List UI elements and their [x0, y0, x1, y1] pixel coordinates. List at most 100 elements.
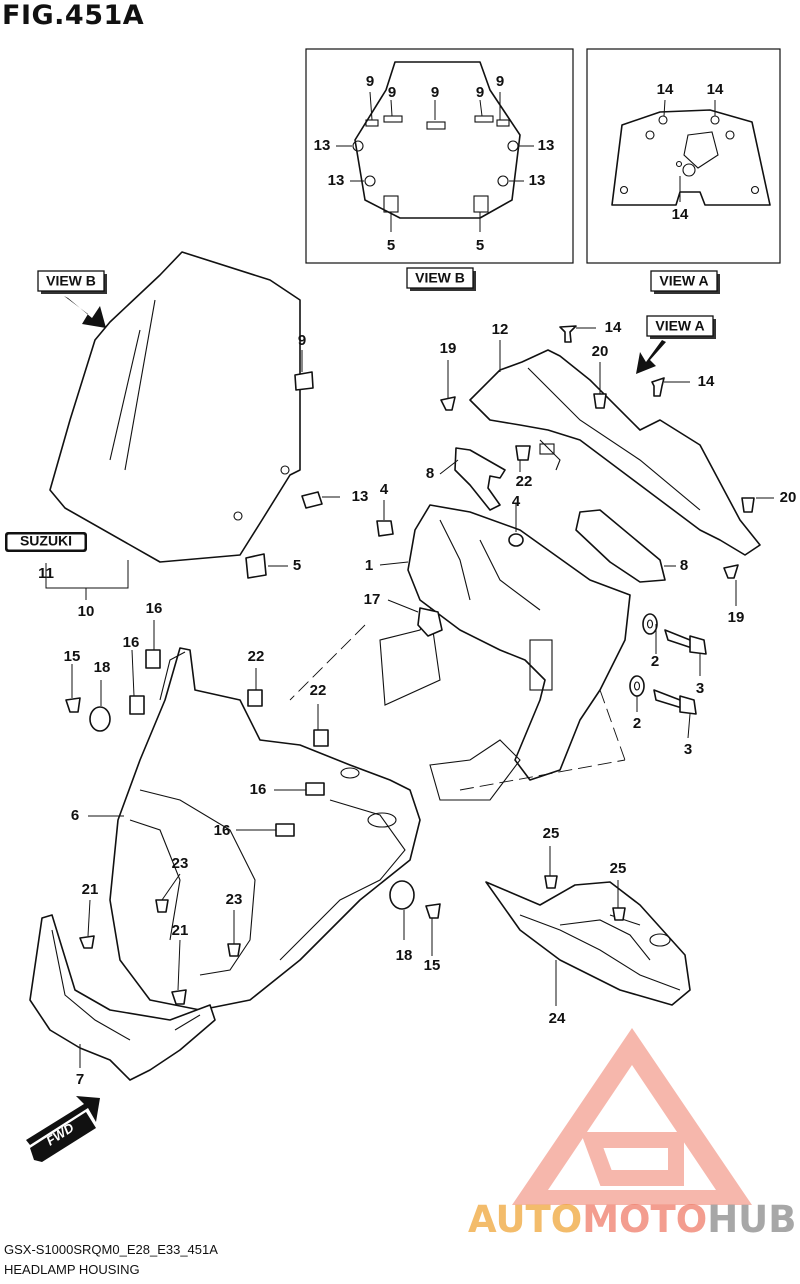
screw-23-b [227, 943, 241, 957]
view-a-tag-main: VIEW A [646, 315, 716, 339]
svg-text:VIEW B: VIEW B [46, 273, 96, 289]
screw-14-top [559, 325, 577, 343]
screw-25-a [544, 875, 558, 889]
watermark-part-moto: MOTO [582, 1198, 708, 1241]
callout: 21 [172, 922, 189, 939]
view-a-tag-inset: VIEW A [650, 270, 720, 294]
clip-16-a [145, 649, 161, 669]
clip-20-upper [593, 393, 607, 409]
callout: 22 [516, 473, 533, 490]
tray-8-right [575, 509, 666, 583]
callout: 5 [476, 237, 484, 254]
screw-21-b [171, 989, 187, 1005]
view-a-inset-box [586, 48, 781, 264]
svg-text:VIEW B: VIEW B [415, 270, 465, 286]
callout: 15 [64, 648, 81, 665]
nut-22-b [247, 689, 263, 707]
callout: 14 [698, 373, 715, 390]
callout: 6 [71, 807, 79, 824]
lower-cowl [29, 914, 216, 1081]
figure-title: FIG.451A [2, 0, 145, 31]
view-b-inset-box [305, 48, 574, 264]
callout: 16 [214, 822, 231, 839]
fwd-arrow: FWD [26, 1096, 100, 1162]
callout: 13 [529, 172, 546, 189]
callout: 9 [298, 332, 306, 349]
screw-25-b [612, 907, 626, 921]
callout: 20 [780, 489, 797, 506]
callout: 19 [728, 609, 745, 626]
callout: 22 [248, 648, 265, 665]
headlamp-housing [109, 647, 421, 1011]
watermark-part-auto: AUTO [468, 1198, 583, 1241]
callout: 23 [172, 855, 189, 872]
screw-21-a [79, 935, 95, 949]
windscreen [49, 251, 301, 563]
callout: 8 [680, 557, 688, 574]
diagram-name: HEADLAMP HOUSING [4, 1262, 140, 1277]
callout: 14 [672, 206, 689, 223]
footer: GSX-S1000SRQM0_E28_E33_451A HEADLAMP HOU… [4, 1240, 218, 1280]
grommet-18-b [389, 880, 415, 910]
svg-text:VIEW A: VIEW A [659, 273, 708, 289]
clip-16-d [275, 823, 295, 837]
callout: 19 [440, 340, 457, 357]
washer-2-upper [642, 613, 658, 635]
clip-15-a [65, 697, 81, 713]
callout: 13 [538, 137, 555, 154]
callout: 1 [365, 557, 373, 574]
bracket-assembly [289, 504, 631, 801]
nut-22-upper [515, 445, 531, 461]
bracket-view-a-outline [611, 109, 771, 206]
view-b-tag-main: VIEW B [37, 270, 107, 294]
diagram-code: GSX-S1000SRQM0_E28_E33_451A [4, 1242, 218, 1257]
callout: 24 [549, 1010, 566, 1027]
callout: 22 [310, 682, 327, 699]
callout: 20 [592, 343, 609, 360]
callout: 9 [431, 84, 439, 101]
washer-2-lower [629, 675, 645, 697]
pad-5 [245, 553, 267, 579]
callout: 10 [78, 603, 95, 620]
rubber-piece-9 [294, 371, 314, 391]
screw-19-lower [723, 564, 739, 579]
view-b-arrow [64, 296, 106, 328]
leader-lines [45, 91, 774, 1068]
callout: 5 [293, 557, 301, 574]
callout: 18 [94, 659, 111, 676]
callout: 17 [364, 591, 381, 608]
clip-16-b [129, 695, 145, 715]
callout: 3 [684, 741, 692, 758]
callout: 12 [492, 321, 509, 338]
callout: 8 [426, 465, 434, 482]
callout: 5 [387, 237, 395, 254]
callout: 13 [352, 488, 369, 505]
callout: 18 [396, 947, 413, 964]
clip-16-c [305, 782, 325, 796]
callout-labels: 9 9 9 9 9 13 13 13 13 5 5 14 14 14 9 13 … [38, 73, 796, 1088]
suzuki-emblem [5, 532, 87, 552]
callout: 9 [496, 73, 504, 90]
callout: 16 [146, 600, 163, 617]
callout: 23 [226, 891, 243, 908]
clip-20-lower [741, 497, 755, 513]
bolt-3-upper [664, 629, 707, 655]
nut-4-right [508, 533, 524, 547]
callout: 11 [38, 565, 54, 582]
callout: 9 [366, 73, 374, 90]
grommet-18-a [89, 706, 111, 732]
callout: 9 [476, 84, 484, 101]
tray-8-left [454, 447, 506, 511]
callout: 14 [605, 319, 622, 336]
screw-14-mid [651, 377, 665, 397]
watermark-part-hub: HUB [707, 1198, 797, 1241]
callout: 4 [512, 493, 521, 510]
callout: 2 [651, 653, 659, 670]
callout: 9 [388, 84, 396, 101]
callout: 16 [250, 781, 267, 798]
bolt-3-lower [653, 689, 697, 715]
suzuki-emblem-text: SUZUKI [20, 533, 72, 549]
callout: 3 [696, 680, 704, 697]
callout: 13 [328, 172, 345, 189]
